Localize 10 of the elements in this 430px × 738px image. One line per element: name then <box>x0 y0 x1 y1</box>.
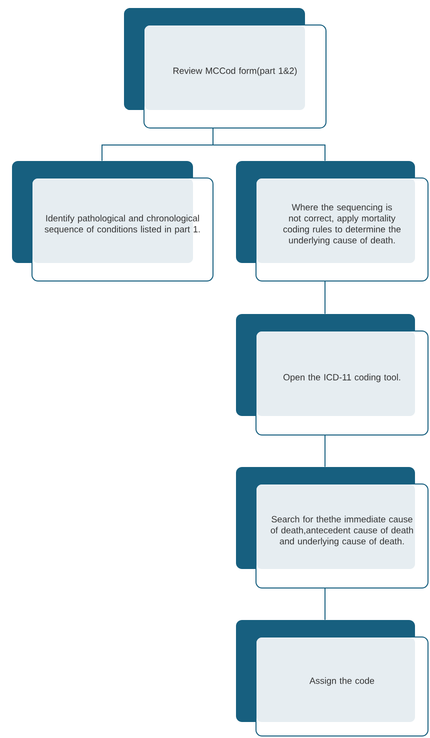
process-box: Review MCCod form(part 1&2) <box>124 8 326 128</box>
process-box: Identify pathological and chronological sequence of conditions listed in part 1. <box>12 161 214 282</box>
connector-line <box>324 434 326 468</box>
connector-line <box>324 588 326 620</box>
connector-line <box>324 280 326 314</box>
process-box: Where the sequencing is not correct, apply mortality coding rules to determine the underlying cause of death. <box>236 161 428 282</box>
process-box: Assign the code <box>236 620 428 736</box>
connector-line <box>212 128 326 162</box>
process-box: Search for thethe immediate cause of death,antecedent cause of death and underlying cause of death. <box>236 467 428 588</box>
process-box: Open the ICD-11 coding tool. <box>236 314 428 436</box>
